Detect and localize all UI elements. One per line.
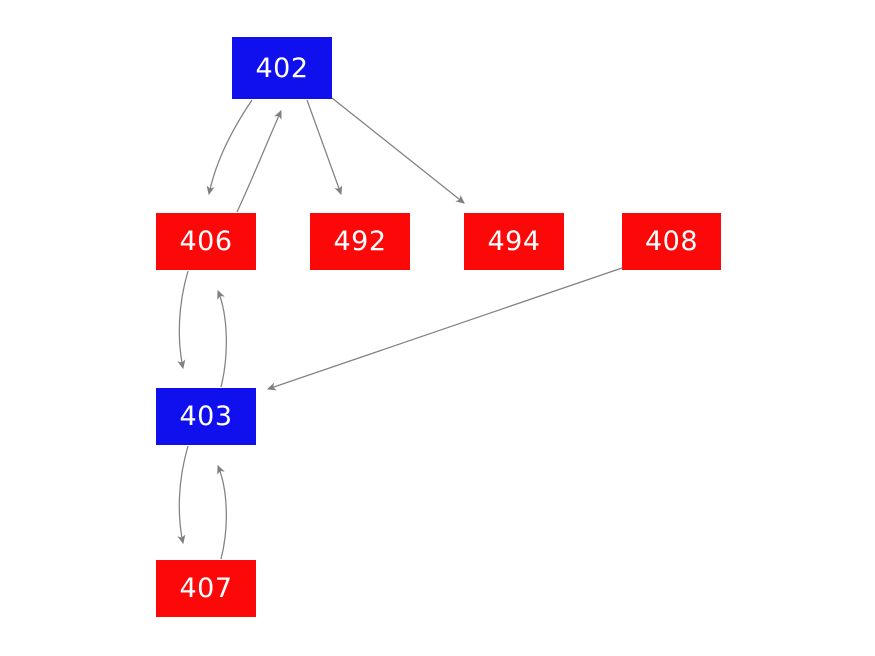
graph-node-492[interactable]: 492: [310, 213, 410, 270]
edge-408-to-403: [266, 267, 623, 391]
edge-402-to-406: [206, 99, 253, 196]
graph-node-494[interactable]: 494: [464, 213, 564, 270]
graph-node-408[interactable]: 408: [622, 213, 721, 270]
edge-403-to-406: [217, 289, 227, 388]
node-label-408: 408: [644, 226, 699, 257]
edge-402-to-494: [331, 97, 465, 204]
node-label-407: 407: [179, 573, 233, 604]
graph-node-403[interactable]: 403: [156, 388, 256, 445]
node-label-403: 403: [179, 401, 233, 432]
node-label-494: 494: [487, 226, 541, 257]
graph-node-406[interactable]: 406: [156, 213, 256, 270]
graph-node-402[interactable]: 402: [232, 37, 332, 99]
node-label-492: 492: [333, 226, 387, 257]
graph-node-407[interactable]: 407: [156, 560, 256, 617]
edge-407-to-403: [217, 464, 227, 560]
node-label-406: 406: [179, 226, 233, 257]
node-label-402: 402: [255, 52, 309, 84]
edge-406-to-402: [236, 109, 282, 213]
edge-406-to-403: [177, 270, 189, 370]
edge-403-to-407: [177, 445, 189, 545]
edge-402-to-492: [306, 99, 343, 196]
